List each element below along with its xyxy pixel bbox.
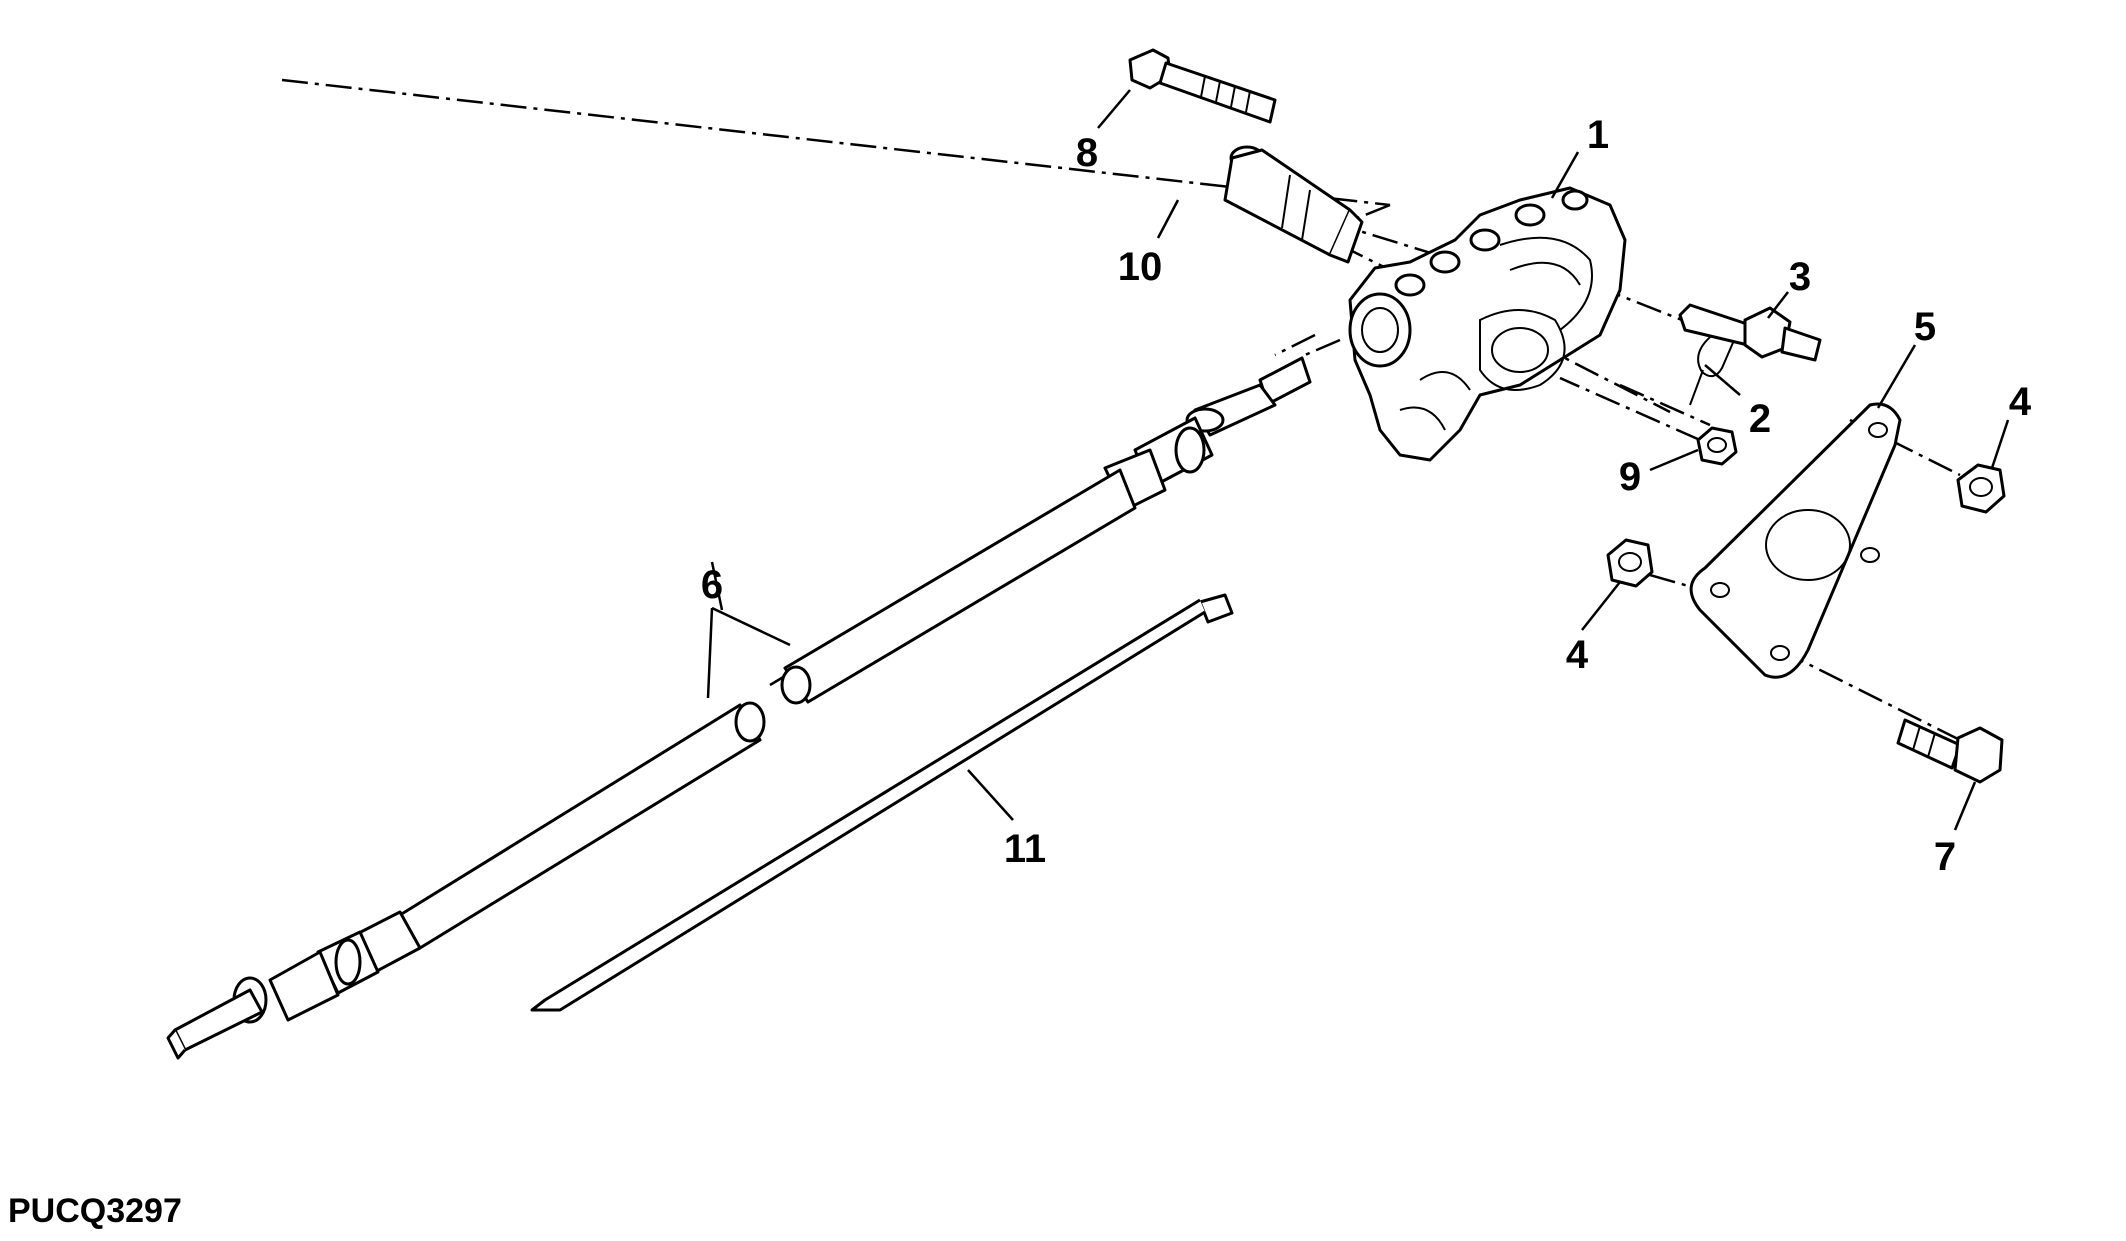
assembly-centerlines [281,78,1961,742]
part-2-cotter-pin [1689,332,1736,406]
callout-6: 6 [701,563,723,607]
callout-4-right: 4 [2009,380,2032,424]
callout-9: 9 [1619,455,1641,499]
callout-3: 3 [1789,255,1811,299]
leader-lines [706,89,2010,831]
part-11-cable-tie [530,593,1234,1012]
callout-5: 5 [1914,305,1936,349]
callout-1: 1 [1587,113,1609,157]
part-3-pin [1678,303,1822,362]
part-8-bolt [1128,48,1277,124]
part-1-gearbox-housing [1348,186,1627,462]
part-9-nut [1696,426,1738,466]
callout-10: 10 [1118,245,1163,289]
callout-2: 2 [1749,397,1771,441]
part-10-coupler-sleeve [1223,145,1364,264]
part-6-drive-shaft [166,356,1312,1060]
part-4-nut-right [1956,463,2006,514]
callout-11: 11 [1004,827,1046,871]
callout-4-left: 4 [1566,633,1589,677]
part-4-nut-left [1606,538,1654,588]
callout-labels: 1 2 3 4 4 5 6 7 8 9 10 11 [701,113,2032,879]
part-5-gasket-plate [1689,402,1902,679]
figure-code: PUCQ3297 [8,1192,182,1230]
part-7-bolt [1896,718,2004,784]
callout-8: 8 [1076,131,1098,175]
callout-7: 7 [1934,835,1956,879]
